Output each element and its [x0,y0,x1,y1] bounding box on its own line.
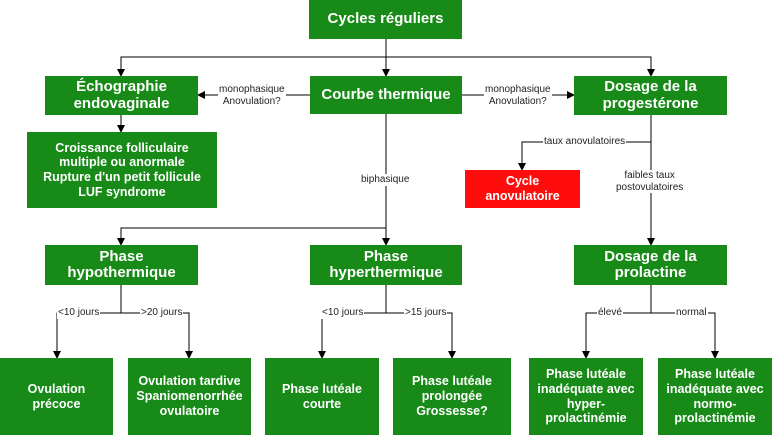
node-luteale-normoprolactinemie: Phase lutéale inadéquate avec normo- pro… [658,358,772,435]
edge-label-hypo-lt10: <10 jours [57,307,101,319]
node-cycles-reguliers: Cycles réguliers [309,0,462,39]
edge-label-monophasique-right: monophasique Anovulation? [484,84,552,107]
node-phase-luteale-courte: Phase lutéale courte [265,358,379,435]
edge-label-monophasique-left: monophasique Anovulation? [218,84,286,107]
edge-label-taux-anovulatoires: taux anovulatoires [543,136,627,148]
edge-label-faibles-taux: faibles taux postovulatoires [615,170,685,193]
edge-label-biphasique: biphasique [360,174,411,186]
node-ovulation-tardive: Ovulation tardive Spaniomenorrhée ovulat… [128,358,251,435]
node-croissance-folliculaire: Croissance folliculaire multiple ou anor… [27,132,217,208]
edge-cycles-to-echographie [117,39,387,77]
edge-hyper-to-prolongee [386,312,456,359]
edge-hyper-split [318,285,387,359]
edge-prolactine-to-normo [651,312,719,359]
node-ovulation-precoce: Ovulation précoce [0,358,113,435]
edge-cycles-to-progesterone [386,56,655,77]
edge-label-hyper-gt15: >15 jours [404,307,448,319]
node-phase-luteale-prolongee: Phase lutéale prolongée Grossesse? [393,358,511,435]
node-cycle-anovulatoire: Cycle anovulatoire [465,170,580,208]
edge-label-hyper-lt10: <10 jours [321,307,365,319]
edge-prolactine-split [582,285,652,359]
edge-courbe-biphasique [117,114,387,246]
edge-label-eleve: élevé [597,307,623,319]
node-echographie-endovaginale: Échographie endovaginale [45,76,198,115]
edge-label-hypo-gt20: >20 jours [140,307,184,319]
node-phase-hyperthermique: Phase hyperthermique [310,245,462,285]
edge-hypo-split [53,285,122,359]
node-courbe-thermique: Courbe thermique [310,76,462,114]
node-luteale-hyperprolactinemie: Phase lutéale inadéquate avec hyper- pro… [529,358,643,435]
node-phase-hypothermique: Phase hypothermique [45,245,198,285]
node-dosage-progesterone: Dosage de la progestérone [574,76,727,115]
node-dosage-prolactine: Dosage de la prolactine [574,245,727,285]
edge-hypo-to-tardive [121,312,193,359]
edge-label-normal: normal [675,307,708,319]
